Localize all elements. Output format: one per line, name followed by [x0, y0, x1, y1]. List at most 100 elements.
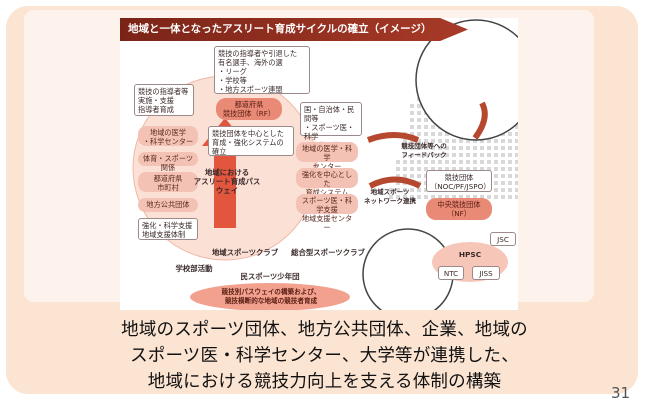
map-dot	[501, 139, 505, 143]
map-dot	[424, 167, 428, 171]
left-support-box: 競技の指導者等 実施・支援 指導者育成	[134, 84, 194, 116]
caption-line-3: 地域における競技力向上を支える体制の構築	[147, 372, 502, 392]
map-dot	[508, 174, 512, 178]
map-dot	[410, 188, 414, 192]
map-dot	[508, 160, 512, 164]
map-dot	[424, 160, 428, 164]
left-pill-medical: 地域の医学 ・科学センター	[138, 126, 198, 146]
map-dot	[410, 125, 414, 129]
map-dot	[396, 174, 400, 178]
map-dot	[508, 167, 512, 171]
map-dot	[480, 167, 484, 171]
map-dot	[494, 167, 498, 171]
map-dot	[417, 188, 421, 192]
diagram-image: 地域と一体となったアスリート育成サイクルの確立（イメージ） 競技の指導者や引退し…	[120, 18, 518, 310]
diagram-title: 地域と一体となったアスリート育成サイクルの確立（イメージ）	[120, 18, 468, 41]
map-dot	[501, 167, 505, 171]
map-dot	[438, 195, 442, 199]
bottom-summary-label: 競技別パスウェイの構築および、 競技横断的な地域の競技者育成	[221, 288, 321, 305]
map-dot	[459, 139, 463, 143]
map-dot	[515, 195, 518, 199]
map-dot	[494, 195, 498, 199]
national-org-pill: 中央競技団体 （NF）	[426, 198, 492, 220]
map-dot	[410, 104, 414, 108]
map-dot	[417, 132, 421, 136]
map-dot	[410, 146, 414, 150]
map-dot	[459, 160, 463, 164]
center-box-medical: 地域の医学・科学 センター	[296, 142, 358, 171]
map-dot	[508, 153, 512, 157]
map-dot	[487, 153, 491, 157]
map-dot	[438, 139, 442, 143]
map-dot	[438, 153, 442, 157]
map-dot	[424, 139, 428, 143]
map-dot	[473, 195, 477, 199]
map-dot	[403, 139, 407, 143]
map-dot	[424, 118, 428, 122]
map-dot	[410, 160, 414, 164]
map-circle-top	[415, 19, 518, 141]
map-dot	[417, 118, 421, 122]
caption-line-1: 地域のスポーツ団体、地方公共団体、企業、地域の	[121, 320, 528, 340]
ntc-box: NTC	[438, 266, 464, 280]
map-dot	[417, 104, 421, 108]
map-dot	[410, 139, 414, 143]
map-dot	[445, 153, 449, 157]
map-dot	[445, 195, 449, 199]
regional-org-pill: 都道府県 競技団体（RF）	[216, 98, 282, 120]
map-dot	[459, 146, 463, 150]
map-dot	[480, 139, 484, 143]
map-dot	[403, 195, 407, 199]
map-dot	[515, 160, 518, 164]
map-dot	[424, 132, 428, 136]
pathway-label: 地域における アスリート育成パスウェイ	[193, 168, 261, 195]
map-dot	[410, 111, 414, 115]
left-pill-sports: 体育・スポーツ関係	[138, 152, 198, 172]
map-dot	[515, 188, 518, 192]
map-dot	[403, 160, 407, 164]
map-dot	[438, 132, 442, 136]
map-dot	[417, 160, 421, 164]
map-dot	[431, 195, 435, 199]
map-dot	[515, 132, 518, 136]
map-dot	[417, 153, 421, 157]
map-dot	[445, 160, 449, 164]
map-dot	[403, 174, 407, 178]
map-dot	[508, 181, 512, 185]
map-dot	[473, 160, 477, 164]
map-dot	[480, 146, 484, 150]
bottom-glow	[190, 283, 350, 310]
map-dot	[466, 146, 470, 150]
map-dot	[466, 153, 470, 157]
feedback-arrow-2	[368, 176, 422, 189]
map-dot	[501, 174, 505, 178]
map-dot	[417, 139, 421, 143]
map-dot	[389, 188, 393, 192]
map-dot	[466, 139, 470, 143]
map-dot	[396, 160, 400, 164]
jiss-box: JISS	[472, 266, 500, 280]
map-dot	[445, 146, 449, 150]
map-dot	[508, 132, 512, 136]
map-dot	[480, 153, 484, 157]
map-dot	[452, 139, 456, 143]
map-dot	[431, 153, 435, 157]
map-dot	[452, 153, 456, 157]
map-dot	[431, 132, 435, 136]
feedback-arrow-1	[366, 132, 420, 143]
map-dot	[410, 195, 414, 199]
map-dot	[403, 153, 407, 157]
map-dot	[438, 160, 442, 164]
map-dot	[431, 160, 435, 164]
map-dot	[417, 167, 421, 171]
map-dot	[494, 160, 498, 164]
map-dot	[431, 167, 435, 171]
map-dot	[452, 146, 456, 150]
map-dot	[515, 181, 518, 185]
map-dot	[424, 153, 428, 157]
top-support-box: 競技の指導者や引退した 有名選手、海外の選 ・リーグ ・学校等 ・地方スポーツ連…	[214, 46, 310, 94]
map-dot	[417, 111, 421, 115]
center-box-system: 強化を中心とした 育成システム	[296, 168, 358, 197]
map-dot	[487, 195, 491, 199]
left-science-box: 強化・科学支援 地域支援体制	[138, 218, 198, 240]
